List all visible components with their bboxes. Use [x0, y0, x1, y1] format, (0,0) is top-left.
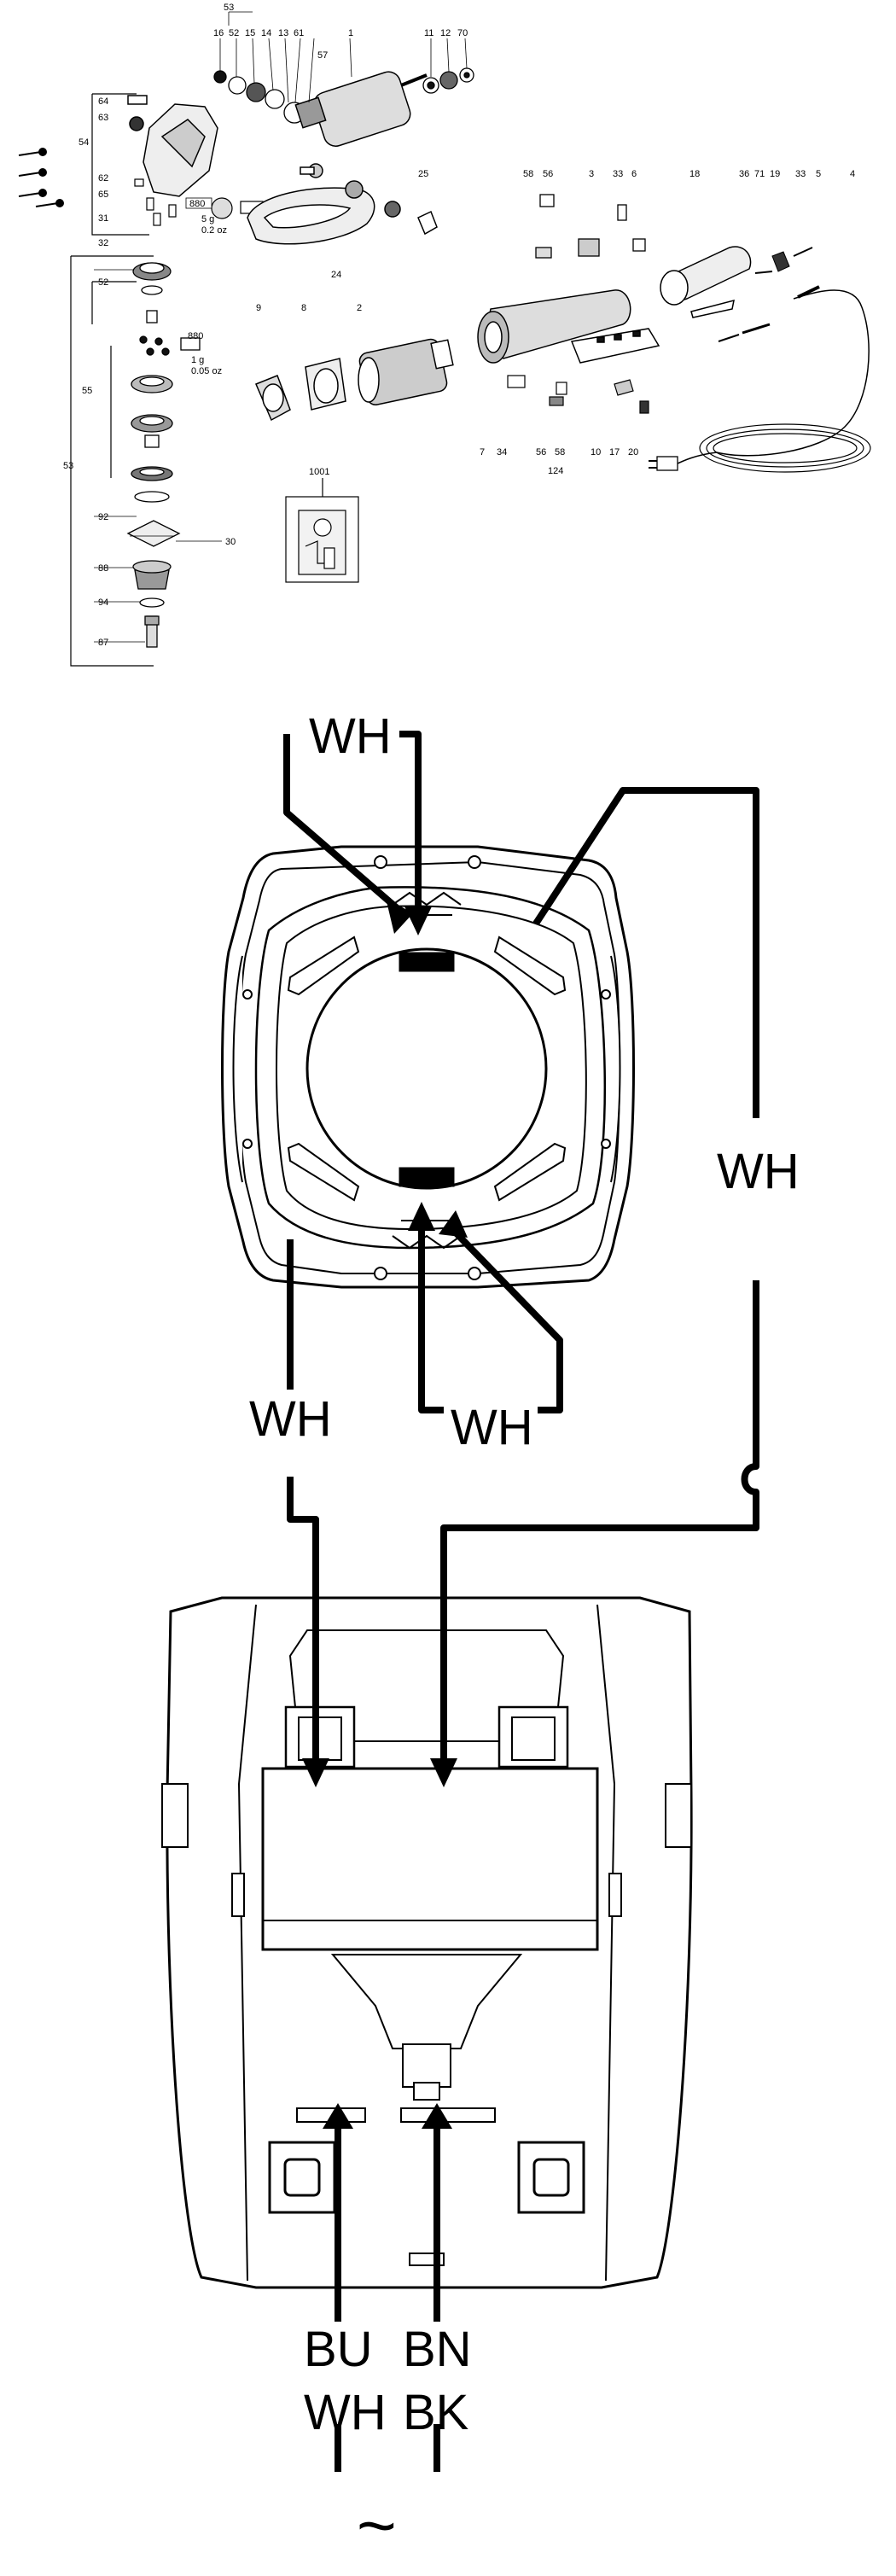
- part-label: 52: [98, 277, 108, 288]
- part-label: 4: [850, 169, 855, 179]
- grease-tag: 880: [188, 331, 203, 341]
- part-label: 15: [245, 28, 255, 38]
- part-label: 58: [523, 169, 533, 179]
- grease-amount-oz: 0.05 oz: [191, 366, 222, 376]
- wheel-guard: [247, 163, 438, 245]
- part-label: 6: [631, 169, 637, 179]
- part-label: 18: [689, 169, 700, 179]
- leaders-top: [219, 11, 468, 103]
- armature-part: [294, 71, 428, 147]
- part-label: 20: [628, 447, 638, 458]
- wires: [283, 731, 759, 2472]
- switch-parts: [535, 194, 646, 259]
- part-label: 52: [229, 28, 239, 38]
- grease-amount-oz: 0.2 oz: [201, 225, 227, 236]
- gear-head-housing: [127, 95, 218, 197]
- spindle-stack: [126, 262, 201, 648]
- part-label: 16: [213, 28, 224, 38]
- part-label: 33: [795, 169, 806, 179]
- terminal-label-wh: WH: [304, 2385, 387, 2440]
- spindle-parts-row: [213, 70, 305, 124]
- part-label: 10: [591, 447, 601, 458]
- motor-housing-cover: [660, 246, 752, 318]
- exploded-parts-view: [18, 11, 871, 667]
- grease-quantity-labels: 880 5 g 0.2 oz 880 1 g 0.05 oz: [185, 197, 227, 376]
- brush-holder-parts: [507, 375, 649, 414]
- power-cable: [649, 247, 871, 473]
- part-label: 94: [98, 597, 108, 608]
- wire-label: WH: [249, 1391, 332, 1447]
- part-label: 2: [357, 303, 362, 313]
- part-label: 31: [98, 213, 108, 224]
- part-label: 14: [261, 28, 271, 38]
- motor-housing: [477, 289, 660, 364]
- part-label: 17: [609, 447, 620, 458]
- wire-label: WH: [451, 1400, 533, 1455]
- part-label: 61: [294, 28, 304, 38]
- part-label: 7: [480, 447, 485, 458]
- screws-left: [18, 148, 64, 207]
- part-label: 9: [256, 303, 261, 313]
- part-label: 3: [589, 169, 594, 179]
- leaders-lower-left: [94, 269, 222, 643]
- part-label: 53: [63, 461, 73, 471]
- part-label: 5: [816, 169, 821, 179]
- switch-assembly: [161, 1596, 693, 2289]
- part-label: 92: [98, 512, 108, 522]
- part-label: 13: [278, 28, 288, 38]
- part-label: 87: [98, 638, 108, 648]
- grease-amount: 1 g: [191, 355, 204, 365]
- part-label: 71: [754, 169, 765, 179]
- part-label: 55: [82, 386, 92, 396]
- part-label: 30: [225, 537, 236, 547]
- grease-tag: 880: [189, 199, 205, 209]
- grease-amount: 5 g: [201, 214, 214, 224]
- part-label: 70: [457, 28, 468, 38]
- part-label: 11: [424, 28, 433, 38]
- group-brackets: [70, 93, 154, 667]
- part-label: 24: [331, 270, 341, 280]
- terminal-label-bn: BN: [403, 2322, 472, 2377]
- part-label: 56: [543, 169, 553, 179]
- wire-labels: WH WH WH WH: [249, 708, 800, 1455]
- part-label: 12: [440, 28, 451, 38]
- part-label: 64: [98, 96, 108, 107]
- part-label: 53: [224, 3, 234, 13]
- wire-label: WH: [309, 708, 392, 764]
- part-label: 57: [317, 50, 328, 61]
- wire-label: WH: [717, 1144, 800, 1199]
- wiring-diagram: WH WH WH WH BU BN WH BK ~: [161, 708, 800, 2563]
- part-label: 32: [98, 238, 108, 248]
- small-fasteners: [134, 178, 264, 226]
- terminal-labels: BU BN WH BK: [304, 2322, 472, 2440]
- part-label: 58: [555, 447, 565, 458]
- part-label: 19: [770, 169, 780, 179]
- part-label: 34: [497, 447, 507, 458]
- terminal-label-bu: BU: [304, 2322, 373, 2377]
- part-number-labels: 53 16 52 15 14 13 61 1 11 12 70 57 64 63…: [63, 3, 855, 648]
- part-label: 124: [548, 466, 563, 476]
- fan-parts: [255, 358, 346, 422]
- ac-power-symbol: ~: [357, 2487, 397, 2563]
- stator-frame: [221, 845, 635, 1289]
- part-label: 65: [98, 189, 108, 200]
- part-label: 1: [348, 28, 353, 38]
- stator-part: [358, 338, 454, 405]
- inset-box-1001: [285, 478, 359, 583]
- wire-label-backgrounds: [247, 708, 795, 1460]
- part-label: 63: [98, 113, 108, 123]
- part-label: 62: [98, 173, 108, 184]
- part-label: 8: [301, 303, 306, 313]
- part-label: 54: [79, 137, 89, 148]
- part-label: 56: [536, 447, 546, 458]
- terminal-label-bk: BK: [403, 2385, 469, 2440]
- part-label: 88: [98, 563, 108, 574]
- part-label: 1001: [309, 467, 329, 477]
- part-label: 33: [613, 169, 623, 179]
- part-label: 36: [739, 169, 749, 179]
- part-label: 25: [418, 169, 428, 179]
- wire-arrows: [302, 898, 468, 2129]
